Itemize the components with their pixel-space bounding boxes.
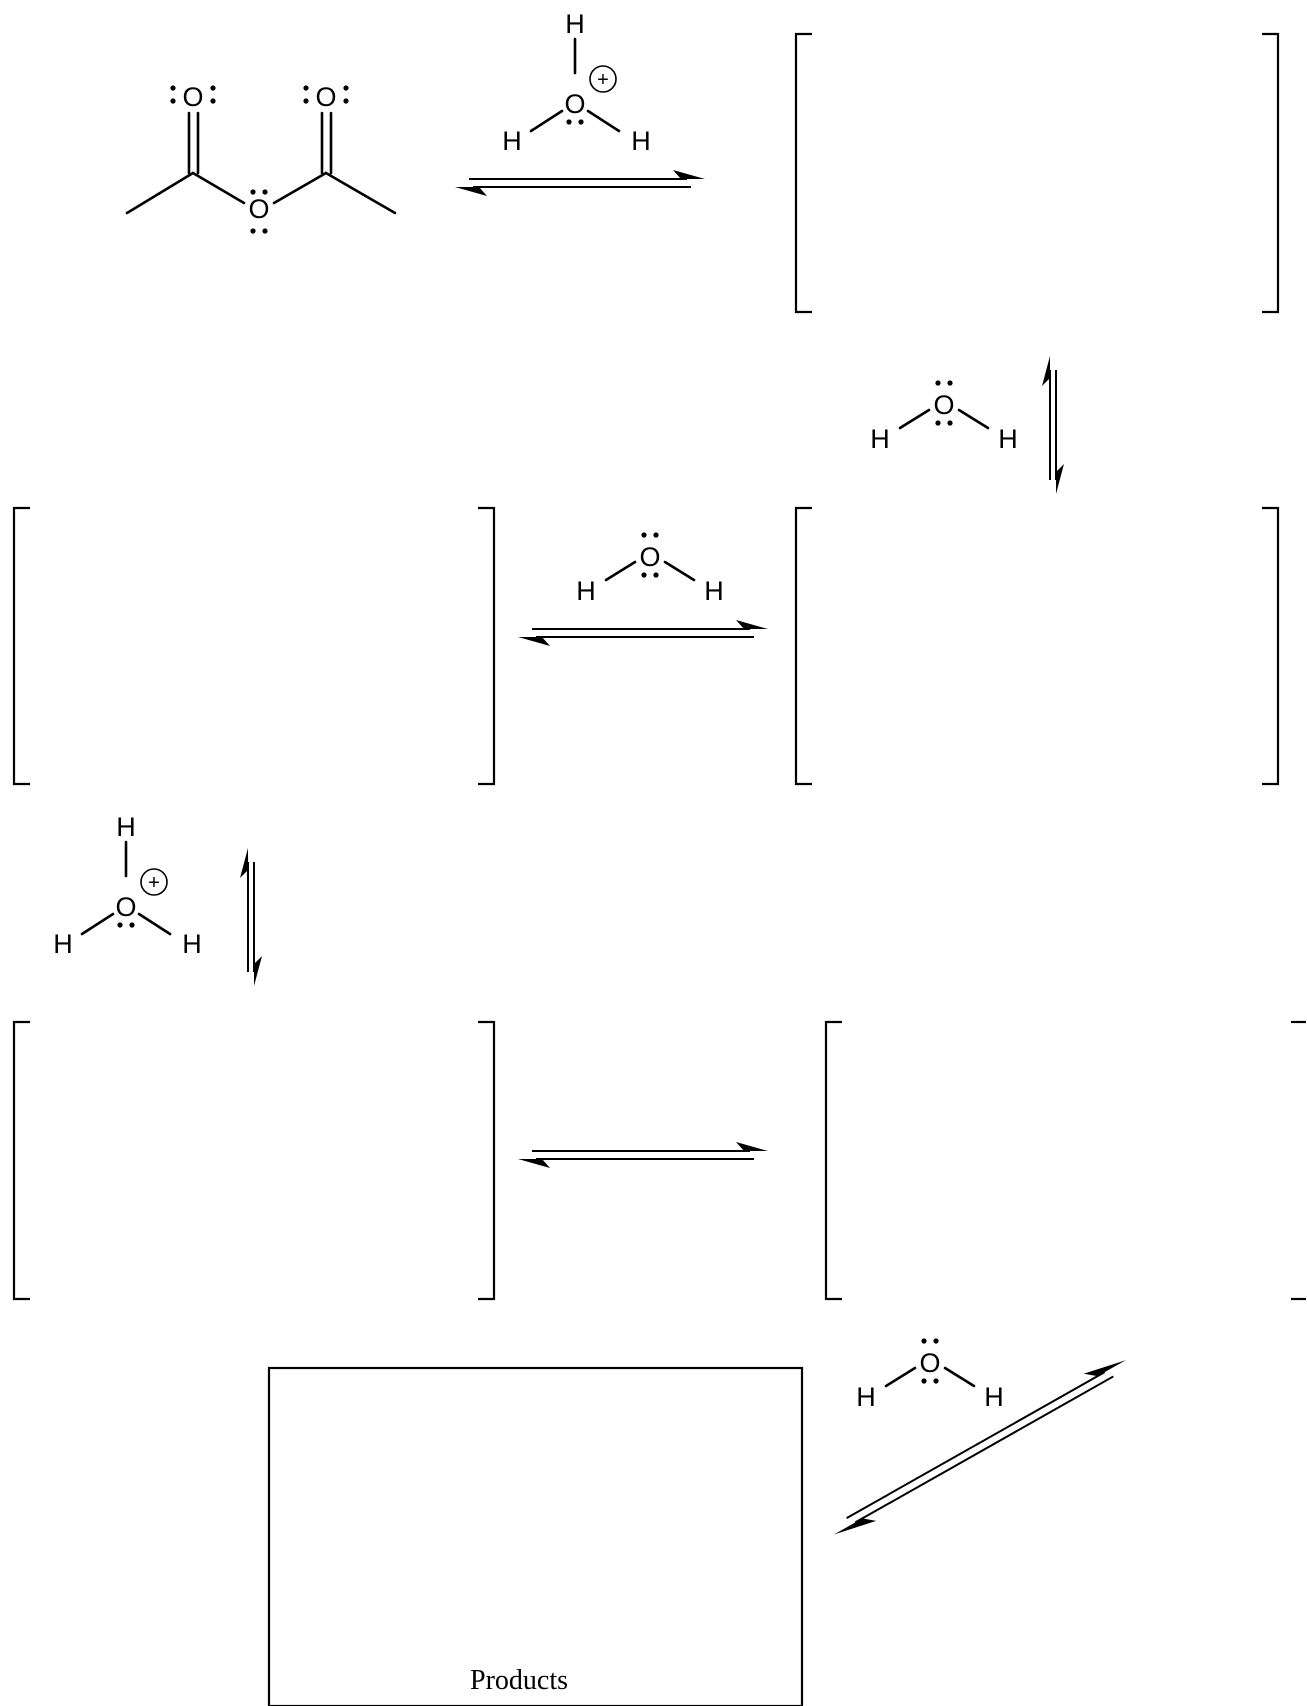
intermediate-4-bracket: [12, 1020, 496, 1301]
intermediate-2-bracket: [794, 506, 1280, 786]
equilibrium-arrows-step-5: [517, 1141, 769, 1169]
equilibrium-arrows-step-1: [454, 169, 706, 197]
water-reagent-step-6: [854, 1337, 1006, 1414]
water-reagent-step-3: [574, 531, 726, 608]
acetic-anhydride: O O O: [125, 82, 397, 234]
carbonyl-oxygen-left: O: [182, 82, 203, 112]
equilibrium-arrows-step-2: [1041, 355, 1065, 495]
hydronium-reagent-step-1: [500, 7, 653, 158]
water-reagent-step-2: [868, 379, 1020, 456]
products-box: Products: [267, 1366, 804, 1706]
bridging-oxygen: O: [248, 194, 269, 224]
equilibrium-arrows-step-3: [517, 619, 769, 647]
equilibrium-arrows-step-4: [239, 847, 263, 987]
hydronium-reagent-step-4: [51, 810, 204, 961]
carbonyl-oxygen-right: O: [315, 82, 336, 112]
intermediate-1-bracket: [794, 32, 1280, 314]
products-label: Products: [470, 1665, 568, 1696]
equilibrium-arrows-step-6: [824, 1350, 1136, 1544]
intermediate-3-bracket: [12, 506, 496, 786]
intermediate-5-bracket: [824, 1020, 1306, 1301]
